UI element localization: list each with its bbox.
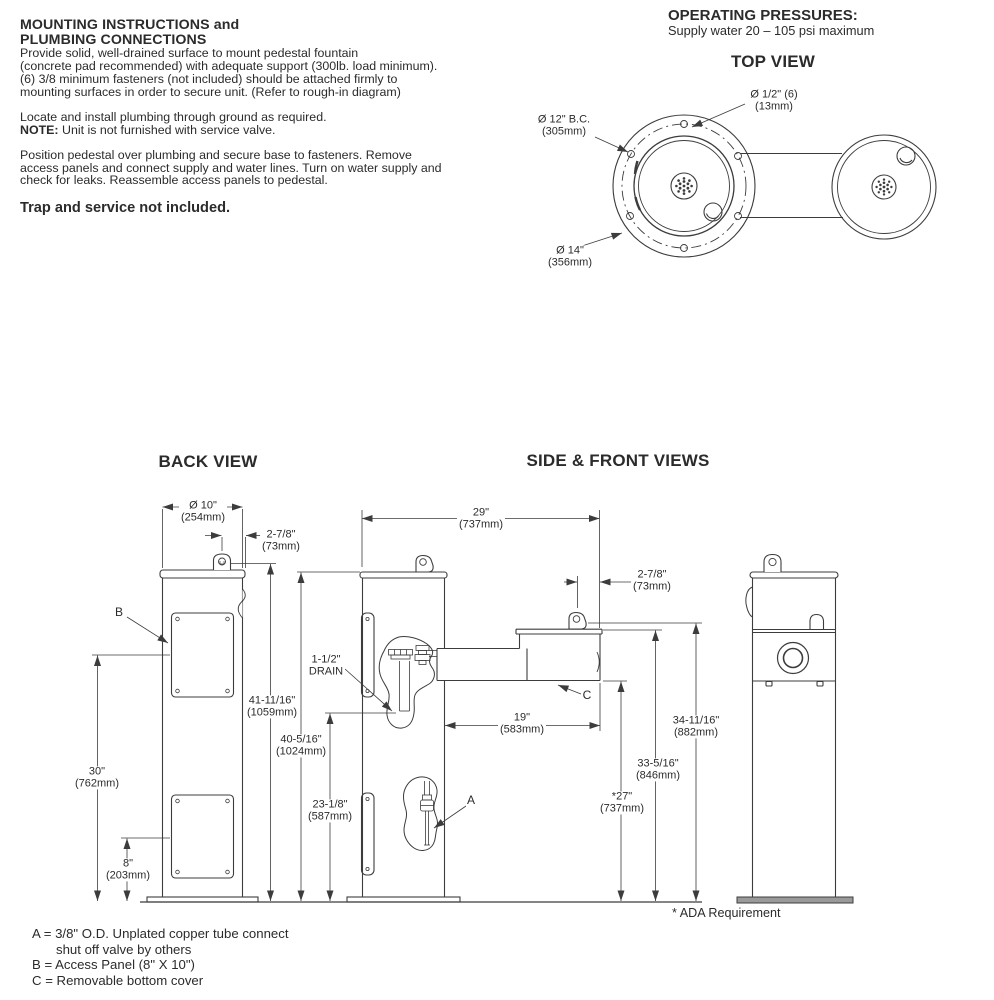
front-view-drawing [736,553,854,904]
operating-pressures-subtitle: Supply water 20 – 105 psi maximum [668,23,875,38]
label-drain-size: 1-1/2" DRAIN [306,653,346,678]
operating-pressures-block: OPERATING PRESSURES: Supply water 20 – 1… [668,8,874,38]
side-view-drawing [346,554,603,903]
dim-panel-bottom-height: 8" (203mm) [103,857,153,882]
dim-bolt-hole: Ø 1/2" (6) (13mm) [748,88,800,113]
legend-line-a2: shut off valve by others [56,941,192,957]
drain-dots-main [675,177,693,195]
legend-line-b: B = Access Panel (8" X 10") [32,957,195,973]
note-text: Unit is not furnished with service valve… [58,122,276,137]
side-front-views-title: SIDE & FRONT VIEWS [526,451,710,470]
dim-bubbler-height: 34-11/16" (882mm) [670,714,722,739]
ref-letter-b: B [113,605,125,619]
drain-dots-second [875,178,893,196]
dim-outer-diameter: Ø 14" (356mm) [545,244,595,269]
instructions-p3-line: Position pedestal over plumbing and secu… [20,147,412,162]
legend-line-a: A = 3/8" O.D. Unplated copper tube conne… [32,926,289,941]
instructions-p1-line: mounting surfaces in order to secure uni… [20,84,401,99]
top-view-title: TOP VIEW [730,52,816,71]
dim-ada-knee-clearance: *27" (737mm) [597,790,647,815]
dimension-lines [92,103,746,903]
legend-block: A = 3/8" O.D. Unplated copper tube conne… [32,926,289,988]
instructions-heading-line2: PLUMBING CONNECTIONS [20,31,207,48]
dim-panel-top-height: 30" (762mm) [72,765,122,790]
instructions-p3-line: access panels and connect supply and wat… [20,160,442,175]
dim-bubbler-offset-side: 2-7/8" (73mm) [631,568,673,593]
dim-cap-height: 40-5/16" (1024mm) [273,733,329,758]
dim-overall-depth: 29" (737mm) [456,506,506,531]
back-view-drawing [146,553,259,903]
spacer [20,99,442,111]
dim-bubbler-offset-back: 2-7/8" (73mm) [260,528,302,553]
dim-overall-height: 41-11/16" (1059mm) [244,694,300,719]
ref-letter-a: A [465,793,477,807]
ada-requirement-note: * ADA Requirement [672,906,781,920]
instructions-p1-line: (concrete pad recommended) with adequate… [20,59,438,74]
dim-arm-length: 19" (583mm) [497,711,547,736]
instructions-p3-line: check for leaks. Reassemble access panel… [20,173,328,188]
top-view-drawing [612,114,937,258]
operating-pressures-title: OPERATING PRESSURES: [668,7,858,24]
instructions-p2-line: Locate and install plumbing through grou… [20,109,327,124]
instructions-p1-line: Provide solid, well-drained surface to m… [20,46,359,61]
dim-pedestal-diameter: Ø 10" (254mm) [178,499,228,524]
back-view-title: BACK VIEW [158,452,258,471]
dim-bolt-circle: Ø 12" B.C. (305mm) [535,113,593,138]
ref-letter-c: C [581,688,593,702]
trap-note: Trap and service not included. [20,200,231,217]
spacer [20,137,442,149]
legend-line-c: C = Removable bottom cover [32,972,204,988]
note-label: NOTE: [20,122,59,137]
instructions-note-line: NOTE: Unit is not furnished with service… [20,122,442,137]
instructions-p1-line: (6) 3/8 minimum fasteners (not included)… [20,72,398,86]
dim-drain-height: 23-1/8" (587mm) [305,798,355,823]
dim-rim-height: 33-5/16" (846mm) [633,757,683,782]
instructions-heading-line1: MOUNTING INSTRUCTIONS and [20,17,240,33]
mounting-instructions-block: MOUNTING INSTRUCTIONS and PLUMBING CONNE… [20,18,442,216]
